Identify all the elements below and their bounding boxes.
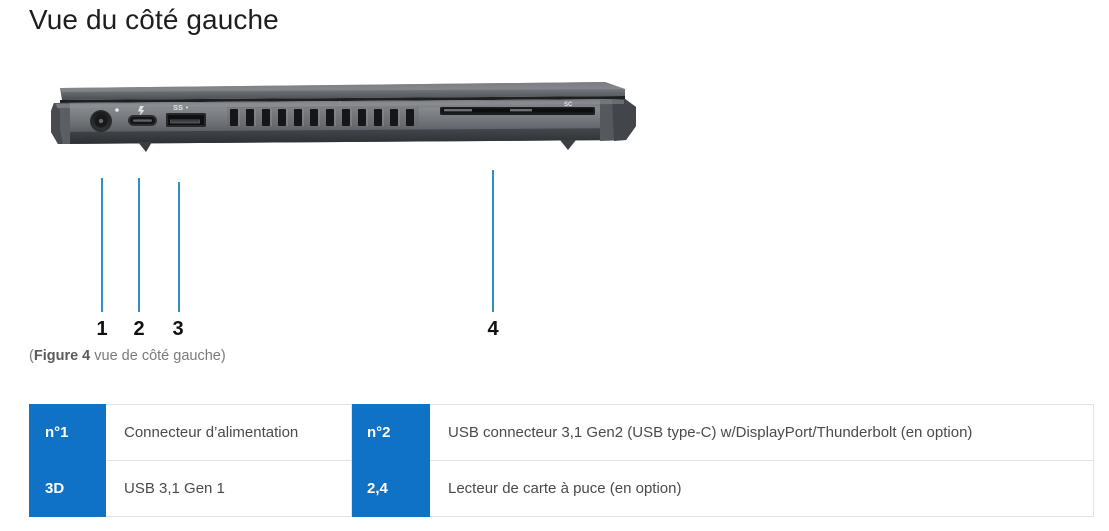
thunderbolt-icon <box>138 106 145 116</box>
laptop-illustration: SS <box>40 80 640 170</box>
svg-text:SC: SC <box>564 102 573 108</box>
leader-line-4 <box>492 170 494 312</box>
row2-key1: 3D <box>29 460 106 517</box>
callout-number-1: 1 <box>96 318 108 340</box>
callout-number-4: 4 <box>487 318 499 340</box>
vent-grille <box>227 107 419 128</box>
figure-left-side-view: SS <box>0 60 1109 340</box>
row1-val2: USB connecteur 3,1 Gen2 (USB type-C) w/D… <box>429 404 1094 461</box>
page-title: Vue du côté gauche <box>29 4 279 35</box>
port-legend-table: n°1 Connecteur d’alimentation n°2 USB co… <box>29 404 1094 517</box>
row1-key2: n°2 <box>351 404 430 461</box>
row2-key2: 2,4 <box>351 460 430 517</box>
table-row: n°1 Connecteur d’alimentation n°2 USB co… <box>29 404 1094 461</box>
caption-figure-label: Figure 4 <box>33 348 91 364</box>
usb-type-c-port <box>128 115 157 126</box>
usb-type-a-port <box>166 113 206 127</box>
usb-superspeed-icon: SS <box>173 103 188 112</box>
callout-number-3: 3 <box>172 318 184 340</box>
smart-card-reader-slot: SC <box>440 102 595 115</box>
leader-line-2 <box>138 178 140 312</box>
leader-line-3 <box>178 182 180 312</box>
svg-text:SS: SS <box>173 103 183 112</box>
callout-number-2: 2 <box>133 318 145 340</box>
row1-val1: Connecteur d’alimentation <box>105 404 352 461</box>
row2-val1: USB 3,1 Gen 1 <box>105 460 352 517</box>
power-connector-port <box>90 108 119 132</box>
caption-open-paren: ( <box>29 348 34 364</box>
caption-rest: vue de côté gauche) <box>90 348 226 364</box>
row1-key1: n°1 <box>29 404 106 461</box>
figure-caption: (Figure 4 vue de côté gauche) <box>29 348 226 364</box>
leader-line-1 <box>101 178 103 312</box>
row2-val2: Lecteur de carte à puce (en option) <box>429 460 1094 517</box>
table-row: 3D USB 3,1 Gen 1 2,4 Lecteur de carte à … <box>29 460 1094 517</box>
